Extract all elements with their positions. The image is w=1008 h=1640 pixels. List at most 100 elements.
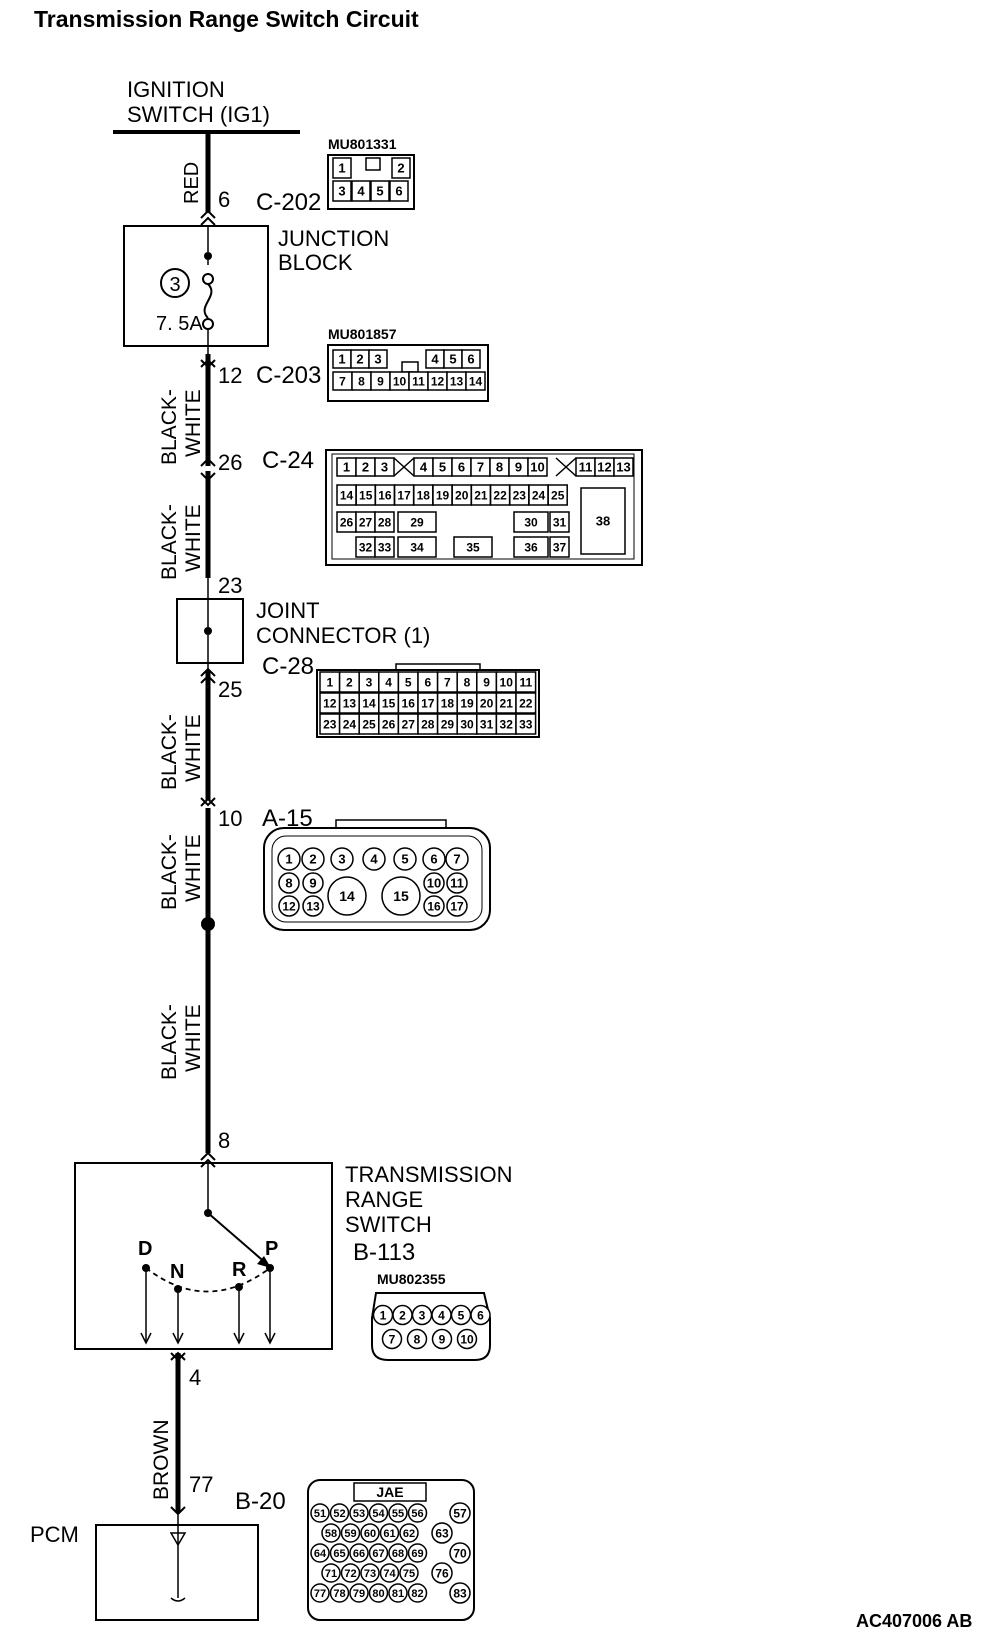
c28-pin-15-label: 15 [382, 696, 396, 710]
c24-pin-37-label: 37 [553, 540, 567, 554]
c202-pin-2-cavity [391, 157, 411, 179]
a15-pin-3-cavity [330, 847, 354, 871]
a15-pin-14-cavity [327, 876, 367, 916]
c24-pin-27-label: 27 [359, 515, 373, 529]
b113-pin-9-label: 9 [439, 1332, 446, 1346]
b20-pin-72-cavity [340, 1563, 361, 1583]
c24-pin-28-label: 28 [378, 515, 392, 529]
c24-pin-24-label: 24 [532, 488, 546, 502]
c24-pin-18-label: 18 [417, 488, 431, 502]
a15-pin-2-label: 2 [309, 852, 316, 867]
c28-pin-2-label: 2 [346, 675, 353, 689]
terminal-c203: 12 [218, 363, 242, 388]
connector-name-b113: B-113 [353, 1239, 415, 1266]
c24-pin-35-cavity [453, 536, 493, 558]
a15-pin-1-label: 1 [285, 852, 292, 867]
c28-pin-27-label: 27 [402, 717, 416, 731]
c28-pin-9-label: 9 [483, 675, 490, 689]
c203-pin-12-label: 12 [431, 374, 445, 388]
b20-pin-54-label: 54 [372, 1508, 385, 1520]
c24-pin-36-cavity [513, 536, 549, 558]
c202-pin-4-cavity [351, 180, 371, 202]
c24-pin-25-label: 25 [551, 488, 565, 502]
a15-pin-17-cavity [446, 895, 468, 917]
c28-pin-29-label: 29 [441, 717, 455, 731]
a15-pin-12-cavity [278, 895, 300, 917]
a15-pin-6-label: 6 [430, 852, 437, 867]
b20-pin-83-cavity [449, 1582, 471, 1604]
a15-pin-1-cavity [277, 847, 301, 871]
c28-pin-22-cavity [515, 692, 537, 714]
b113-pin-3-label: 3 [419, 1308, 426, 1322]
c28-pin-11-cavity [515, 671, 537, 693]
fuse-terminal-top [202, 273, 214, 285]
b20-pin-68-label: 68 [392, 1548, 404, 1560]
connector-mark-b113-in [200, 1151, 216, 1168]
b20-pin-75-cavity [399, 1563, 419, 1583]
connector-name-c203: C-203 [256, 362, 321, 389]
a15-pin-2-cavity [301, 847, 325, 871]
c24-pin-1-label: 1 [343, 460, 350, 475]
b20-pin-61-label: 61 [383, 1528, 395, 1540]
a15-housing [263, 827, 491, 931]
b20-pin-77-cavity [310, 1583, 330, 1603]
c203-pin-6-label: 6 [467, 352, 474, 367]
c24-pin-9-label: 9 [515, 460, 522, 475]
pcm-input-symbol [169, 1532, 187, 1547]
b20-pin-60-label: 60 [364, 1528, 376, 1540]
c202-pin-5-cavity [370, 180, 390, 202]
a15-pin-13-cavity [302, 895, 324, 917]
wire-color-red: RED [181, 162, 203, 204]
a15-pin-15-label: 15 [393, 888, 409, 904]
b20-pin-52-label: 52 [333, 1508, 345, 1520]
c24-inner [331, 453, 635, 560]
a15-pin-9-cavity [302, 872, 324, 894]
a15-pin-16-label: 16 [427, 899, 441, 913]
c24-pin-28-cavity [374, 511, 395, 533]
c202-pin-6-label: 6 [395, 184, 402, 199]
c203-pin-2-label: 2 [356, 352, 363, 367]
part-number-c202: MU801331 [328, 136, 397, 152]
b20-pin-63-cavity [431, 1522, 453, 1544]
c28-pin-1-label: 1 [326, 675, 333, 689]
b20-pin-63-label: 63 [435, 1526, 449, 1540]
c24-pin-5-label: 5 [439, 460, 446, 475]
b113-pin-7-label: 7 [389, 1332, 396, 1346]
b20-pin-67-cavity [368, 1543, 389, 1563]
c28-pin-7-label: 7 [444, 675, 451, 689]
c28-pin-31-label: 31 [480, 717, 494, 731]
b20-pin-69-cavity [407, 1543, 428, 1563]
a15-pin-7-cavity [445, 847, 469, 871]
wire-color-bw-1-line2: WHITE [182, 389, 205, 457]
b20-pin-70-label: 70 [453, 1546, 467, 1560]
wire-color-bw-2: BLACK- WHITE [158, 504, 205, 580]
c202-pin-3-cavity [332, 180, 352, 202]
b20-pin-74-label: 74 [383, 1568, 396, 1580]
fuse-number-circle [160, 268, 190, 298]
wire-color-bw-2-line2: WHITE [182, 504, 205, 572]
b20-pin-71-label: 71 [325, 1568, 337, 1580]
c203-pin-7-label: 7 [339, 374, 346, 388]
b113-pin-2-label: 2 [399, 1308, 406, 1322]
b20-pin-56-cavity [407, 1503, 428, 1523]
junction-block-label-1: JUNCTION [278, 226, 389, 251]
c28-pin-22-label: 22 [519, 696, 533, 710]
ignition-label-2: SWITCH (IG1) [127, 102, 270, 127]
c28-pin-33-label: 33 [519, 717, 533, 731]
c24-pin-14-label: 14 [340, 488, 354, 502]
a15-pin-12-label: 12 [282, 899, 296, 913]
b113-pin-4-label: 4 [438, 1308, 445, 1322]
c28-pin-30-label: 30 [460, 717, 474, 731]
c203-pin-6-cavity [461, 349, 481, 369]
trs-output-lines [140, 1268, 276, 1345]
b20-pin-55-cavity [388, 1503, 408, 1523]
diagram-title: Transmission Range Switch Circuit [34, 6, 419, 32]
a15-pin-8-cavity [278, 872, 300, 894]
b20-pin-61-cavity [379, 1523, 400, 1543]
b20-pin-66-label: 66 [353, 1548, 365, 1560]
b20-pin-73-label: 73 [364, 1568, 376, 1580]
